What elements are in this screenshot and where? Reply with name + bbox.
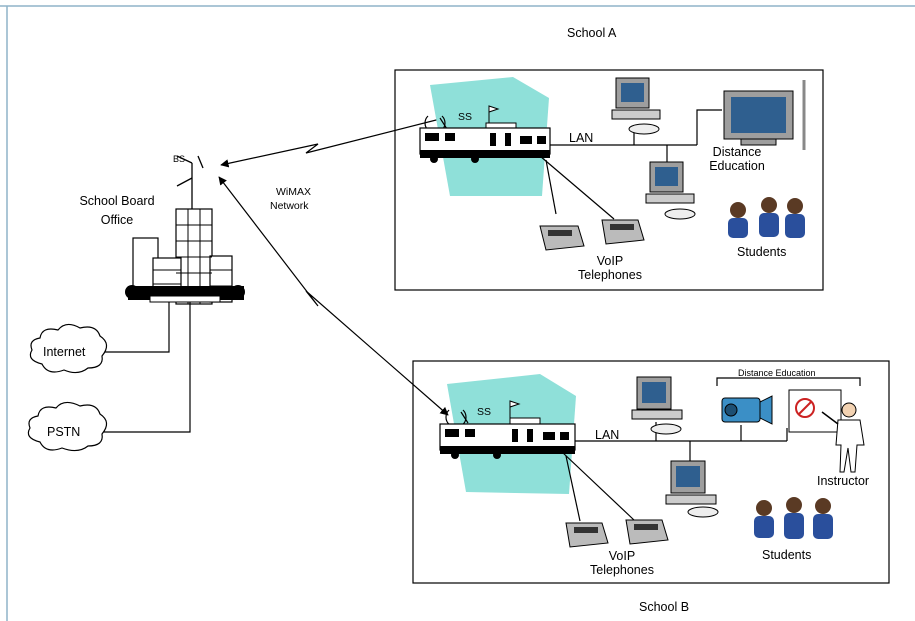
- office-label-line1: School Board: [79, 194, 155, 208]
- school-b-lan-label: LAN: [595, 428, 620, 442]
- instructor-icon: [788, 389, 865, 473]
- school-a-title: School A: [567, 26, 617, 40]
- school-a-ss-label: SS: [458, 111, 473, 123]
- school-b-computer-1-icon: [631, 376, 683, 435]
- pstn-link: [103, 302, 191, 433]
- school-a-students-icon: [728, 197, 805, 238]
- pstn-label: PSTN: [47, 425, 81, 439]
- school-b-voip-phone-2-icon: [625, 519, 669, 545]
- school-b-voip-phone-1-icon: [565, 522, 609, 548]
- school-b-students-label: Students: [762, 548, 812, 562]
- school-a-voip-line2: Telephones: [578, 268, 642, 282]
- school-a-voip-line1: VoIP: [596, 254, 624, 268]
- pstn-cloud-icon: [27, 401, 108, 452]
- bs-label: BS: [173, 154, 186, 164]
- school-b-students-icon: [754, 497, 833, 539]
- school-a-voip-phone-1-icon: [539, 225, 585, 251]
- school-b-ss-building-icon: [439, 400, 576, 459]
- school-b-title: School B: [639, 600, 690, 614]
- school-a-distance-line1: Distance: [712, 145, 762, 159]
- school-a-distance-line2: Education: [709, 159, 765, 173]
- internet-cloud-icon: [29, 323, 108, 374]
- school-b-distance-header: Distance Education: [738, 368, 816, 378]
- school-a-lan-label: LAN: [569, 131, 594, 145]
- wimax-label-line2: Network: [270, 200, 309, 212]
- school-b-computer-2-icon: [665, 460, 719, 518]
- school-a-voip-phone-2-icon: [601, 219, 645, 245]
- school-a-computer-2-icon: [645, 161, 696, 220]
- internet-label: Internet: [43, 345, 86, 359]
- school-a-computer-1-icon: [611, 77, 661, 135]
- school-b-box: [412, 360, 890, 584]
- school-b-ss-label: SS: [477, 406, 492, 418]
- office-label-line2: Office: [100, 213, 134, 227]
- wimax-link-school-b: [218, 176, 449, 416]
- school-b-voip-line2: Telephones: [590, 563, 654, 577]
- distance-education-monitor-icon: [723, 80, 806, 150]
- school-a-students-label: Students: [737, 245, 787, 259]
- school-a-ss-building-icon: [419, 105, 551, 163]
- wimax-label-line1: WiMAX: [276, 186, 311, 198]
- school-b-voip-line1: VoIP: [608, 549, 636, 563]
- bs-antenna-icon: [176, 155, 204, 210]
- wimax-link-school-a: [220, 114, 449, 168]
- school-b-lan-lines: [561, 377, 861, 522]
- video-camera-icon: [721, 395, 773, 425]
- instructor-label: Instructor: [817, 474, 870, 488]
- internet-link: [103, 302, 170, 353]
